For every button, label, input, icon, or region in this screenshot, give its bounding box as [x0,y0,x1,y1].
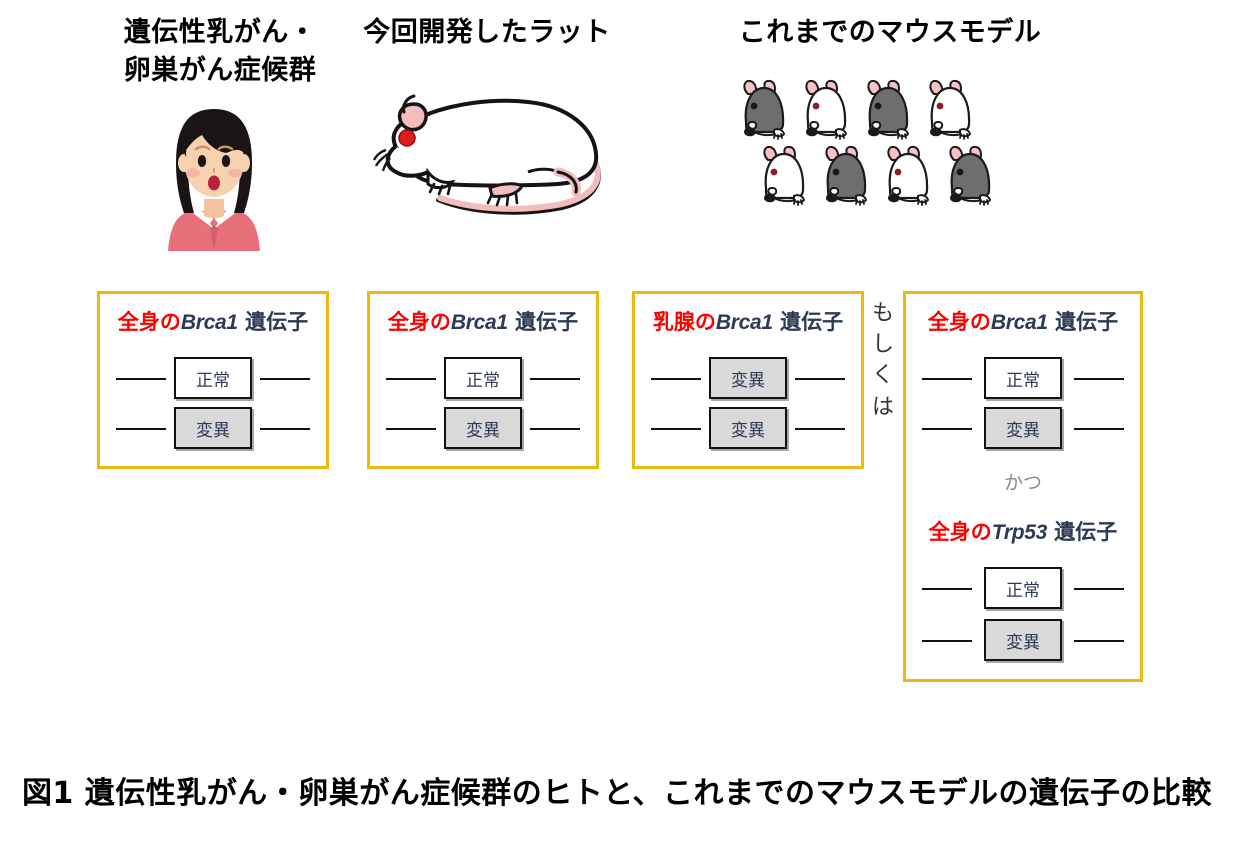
allele-box-mutant: 変異 [444,407,522,449]
allele-box-normal: 正常 [984,567,1062,609]
chromosome-line-right [1074,588,1124,590]
or-char-2: し [871,332,894,358]
allele-box-normal: 正常 [444,357,522,399]
allele-box-mutant: 変異 [709,407,787,449]
gene-title: 全身のBrca1 遺伝子 [906,310,1140,334]
chromosome-line-left [922,428,972,430]
mouse-row1-4 [928,79,972,140]
allele-box-mutant: 変異 [984,407,1062,449]
gene-suffix: 遺伝子 [1047,310,1119,334]
allele-row: 正常 [116,357,310,399]
allele-row: 変異 [651,357,845,399]
chromosome-line-right [530,428,580,430]
allele-row: 変異 [116,407,310,449]
gene-symbol: Trp53 [991,521,1048,544]
chromosome-line-right [1074,640,1124,642]
mouse-row2-3 [886,145,930,206]
chromosome-line-right [260,428,310,430]
or-char-3: く [871,363,894,389]
gene-title: 全身のBrca1 遺伝子 [370,310,596,334]
chromosome-line-right [260,378,310,380]
allele-row: 正常 [922,357,1124,399]
chromosome-line-right [795,428,845,430]
gene-symbol: Brca1 [180,311,238,334]
chromosome-line-left [922,378,972,380]
gene-panel-mouse-whole-body: 全身のBrca1 遺伝子 正常 変異 かつ 全身のTrp53 遺伝子 正常 変異 [903,291,1143,682]
chromosome-line-left [922,640,972,642]
gene-suffix: 遺伝子 [237,310,309,334]
gene-location: 全身の [928,520,992,544]
allele-row: 正常 [386,357,580,399]
figure-caption: 図1 遺伝性乳がん・卵巣がん症候群のヒトと、これまでのマウスモデルの遺伝子の比較 [21,776,1213,811]
chromosome-line-right [1074,378,1124,380]
chromosome-line-left [651,378,701,380]
chromosome-line-left [116,378,166,380]
gene-panel-rat: 全身のBrca1 遺伝子 正常 変異 [367,291,599,469]
allele-row: 変異 [386,407,580,449]
mouse-row2-2 [824,145,868,206]
column-heading-human: 遺伝性乳がん・ 卵巣がん症候群 [123,17,317,87]
gene-suffix: 遺伝子 [772,310,844,334]
gene-title: 全身のTrp53 遺伝子 [906,520,1140,544]
mice-illustration [738,78,992,223]
gene-suffix: 遺伝子 [507,310,579,334]
gene-panel-human: 全身のBrca1 遺伝子 正常 変異 [97,291,329,469]
chromosome-line-right [1074,428,1124,430]
allele-box-normal: 正常 [984,357,1062,399]
allele-box-mutant: 変異 [174,407,252,449]
gene-location: 全身の [117,310,181,334]
chromosome-line-left [651,428,701,430]
allele-row: 変異 [651,407,845,449]
gene-title: 乳腺のBrca1 遺伝子 [635,310,861,334]
rat-illustration [372,94,601,215]
or-char-1: も [871,301,894,326]
chromosome-line-left [922,588,972,590]
gene-symbol: Brca1 [450,311,508,334]
gene-symbol: Brca1 [715,311,773,334]
mouse-row1-3 [866,79,910,140]
mouse-row1-1 [742,79,786,140]
mouse-row2-4 [948,145,992,206]
chromosome-line-right [795,378,845,380]
mouse-row1-2 [804,79,848,140]
allele-box-mutant: 変異 [984,619,1062,661]
allele-box-normal: 正常 [174,357,252,399]
or-connector-vertical: も し く は [866,298,900,423]
woman-illustration [168,109,260,251]
chromosome-line-left [386,428,436,430]
chromosome-line-right [530,378,580,380]
gene-title: 全身のBrca1 遺伝子 [100,310,326,334]
column-heading-mouse: これまでのマウスモデル [738,17,1042,48]
allele-box-mutant: 変異 [709,357,787,399]
allele-row: 正常 [922,567,1124,609]
gene-suffix: 遺伝子 [1047,520,1118,544]
gene-location: 乳腺の [652,310,716,334]
gene-location: 全身の [927,310,991,334]
and-connector: かつ [1003,472,1042,494]
column-heading-rat: 今回開発したラット [363,17,611,48]
gene-location: 全身の [387,310,451,334]
mouse-row2-1 [762,145,806,206]
gene-symbol: Brca1 [990,311,1048,334]
or-char-4: は [871,394,894,420]
chromosome-line-left [116,428,166,430]
gene-panel-mouse-mammary: 乳腺のBrca1 遺伝子 変異 変異 [632,291,864,469]
allele-row: 変異 [922,407,1124,449]
chromosome-line-left [386,378,436,380]
allele-row: 変異 [922,619,1124,661]
